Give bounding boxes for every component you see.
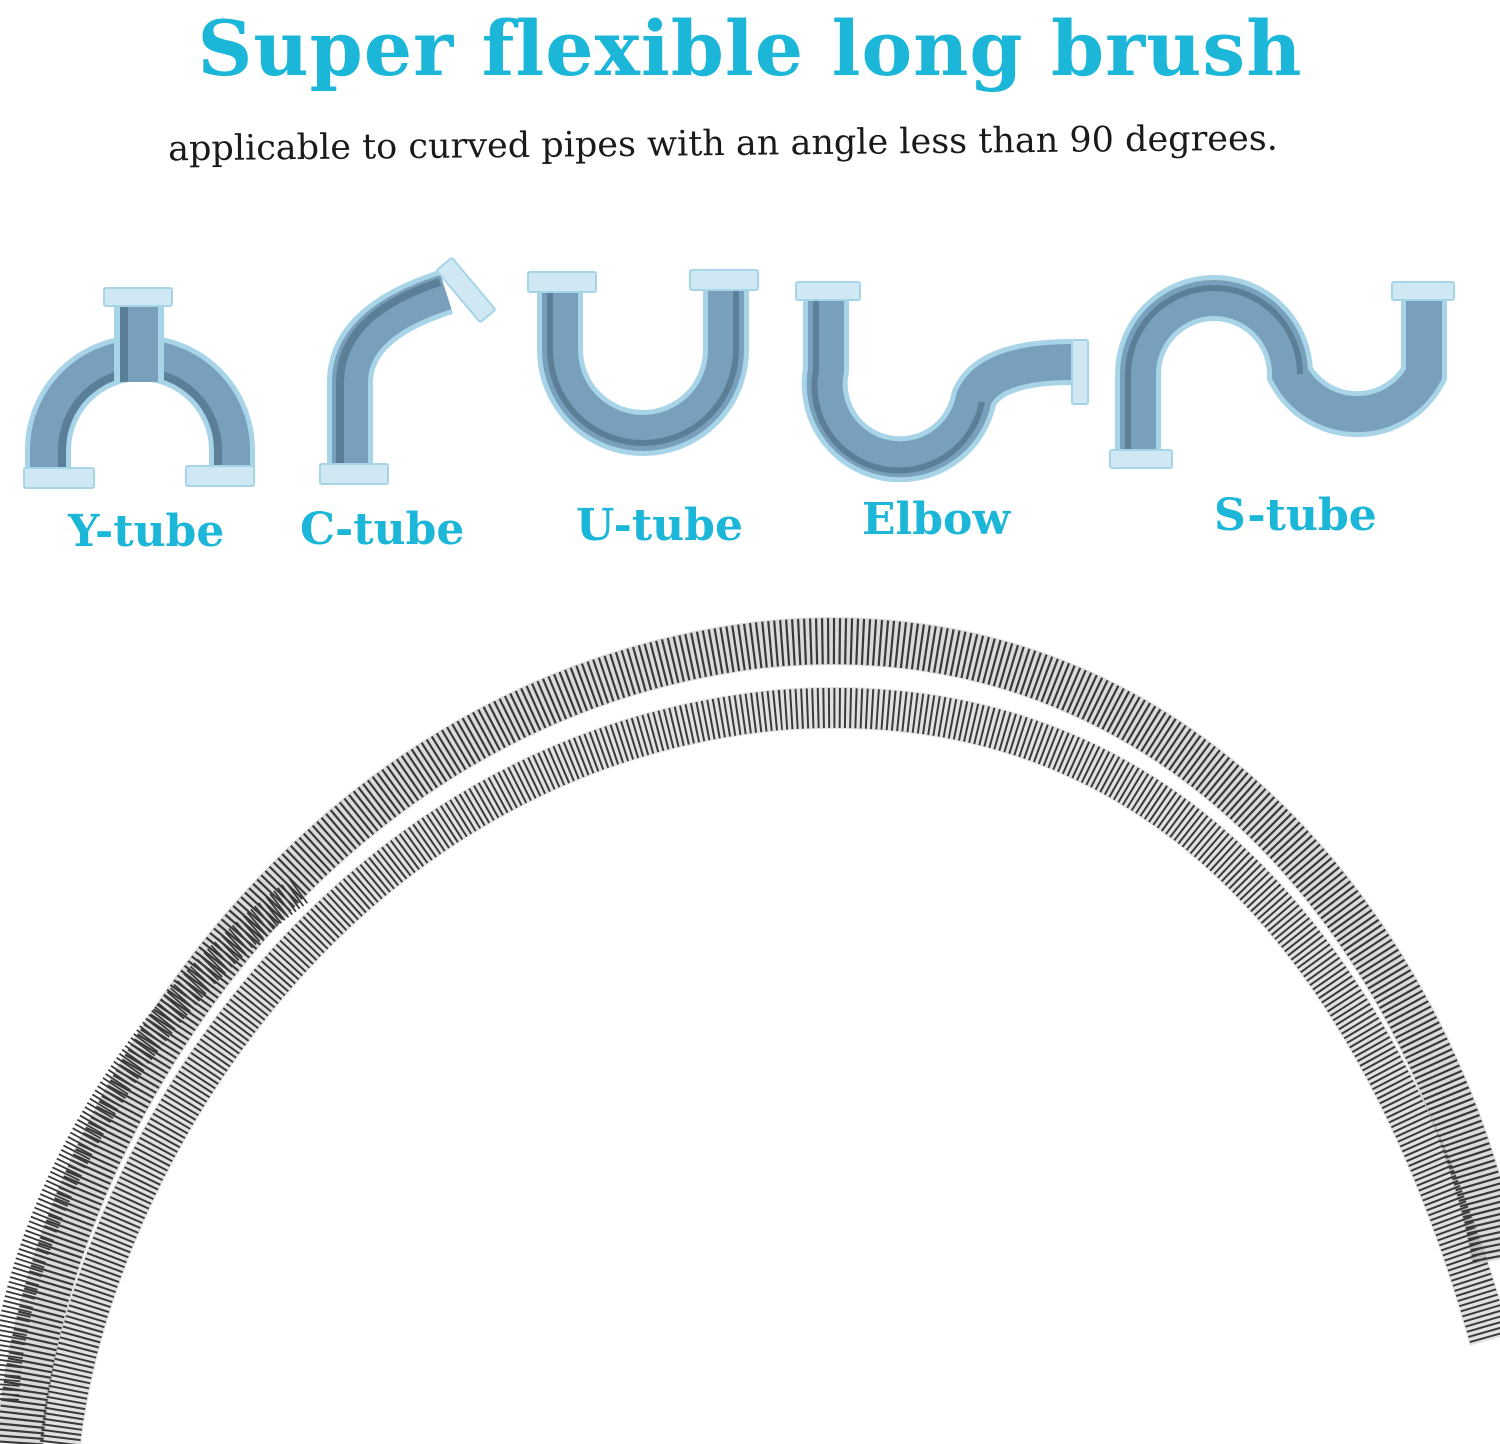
spring-coil-outer bbox=[0, 617, 1500, 1444]
coiled-spring-drain-brush bbox=[0, 617, 1500, 1444]
pipe-types-row: Y-tube C-tube U-tube Elbow S-tube bbox=[0, 250, 1500, 580]
c-tube-pipe-icon bbox=[319, 257, 496, 485]
headline: Super flexible long brush bbox=[197, 4, 1303, 93]
product-image bbox=[0, 600, 1500, 1444]
pipe-label-y-tube: Y-tube bbox=[68, 506, 225, 557]
pipe-label-elbow: Elbow bbox=[862, 494, 1011, 545]
y-tube-pipe-icon bbox=[23, 287, 255, 489]
subheadline: applicable to curved pipes with an angle… bbox=[167, 118, 1279, 170]
spring-coil-strand-left bbox=[0, 877, 309, 1401]
s-tube-pipe-icon bbox=[1109, 275, 1455, 469]
elbow-pipe-icon bbox=[795, 281, 1089, 483]
pipe-label-u-tube: U-tube bbox=[576, 500, 743, 551]
spring-coil-inner bbox=[39, 687, 1500, 1444]
pipe-illustrations bbox=[23, 257, 1455, 489]
u-tube-pipe-icon bbox=[527, 269, 759, 456]
pipe-label-s-tube: S-tube bbox=[1214, 490, 1377, 541]
pipe-label-c-tube: C-tube bbox=[300, 504, 465, 555]
